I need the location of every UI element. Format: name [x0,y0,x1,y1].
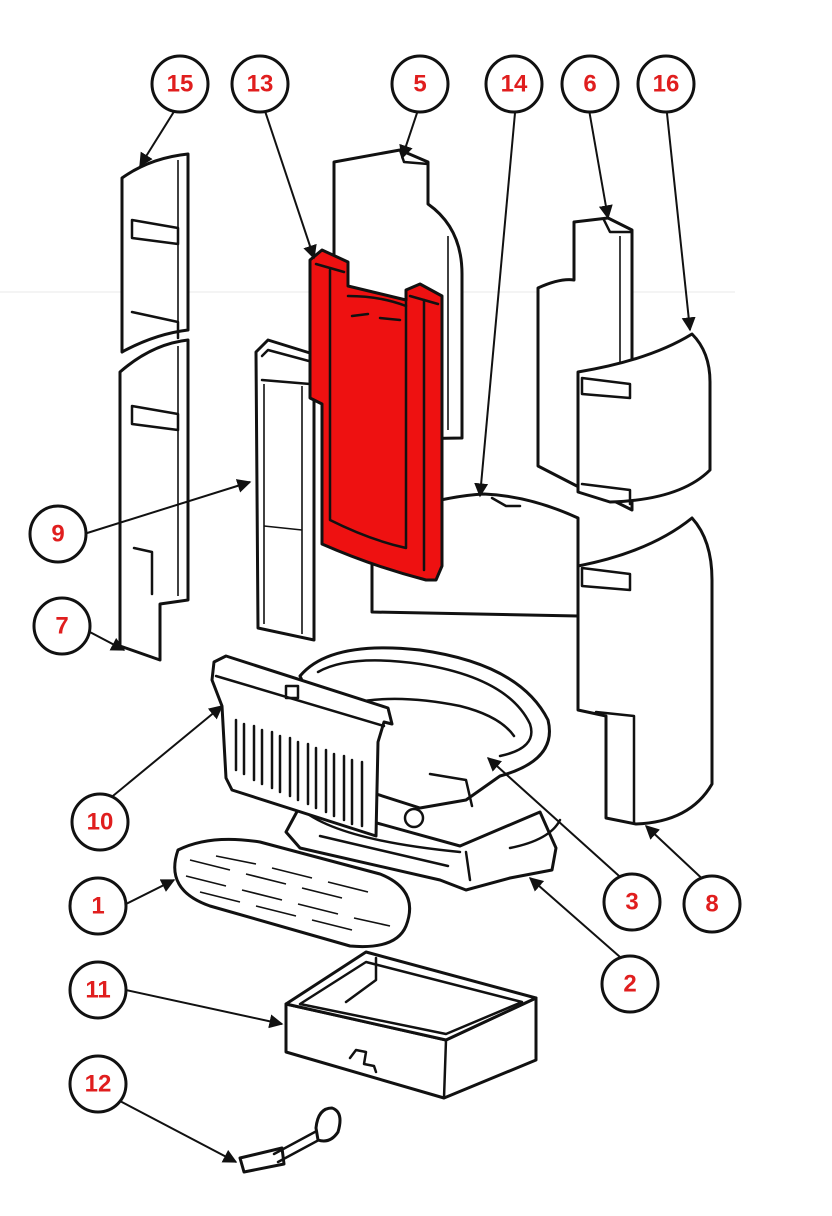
part-8-right-lower-curved-brick[interactable] [576,516,714,826]
leader-lines [83,101,711,1163]
callout-16: 16 [636,54,696,114]
callout-15: 15 [150,54,210,114]
callout-13: 13 [230,54,290,114]
part-10-front-grate[interactable] [210,654,394,838]
callout-16-label: 16 [653,71,680,98]
callout-3-label: 3 [625,889,638,916]
part-12-handle-tool[interactable] [238,1106,342,1174]
callout-10: 10 [70,792,130,852]
callout-8-label: 8 [705,891,718,918]
callout-1-label: 1 [91,893,104,920]
callout-6-label: 6 [583,71,596,98]
callout-12-label: 12 [85,1071,112,1098]
callout-14: 14 [484,54,544,114]
callout-13-label: 13 [247,71,274,98]
callout-12: 12 [68,1054,128,1114]
callout-9: 9 [28,504,88,564]
callout-1: 1 [68,876,128,936]
part-13-highlighted-brick[interactable] [308,248,444,582]
part-13-fill [308,248,444,582]
callout-9-label: 9 [51,521,64,548]
part-16-right-upper-curved-brick[interactable] [576,332,712,506]
callout-11: 11 [68,960,128,1020]
callout-7-label: 7 [55,613,68,640]
callout-8: 8 [682,874,742,934]
callout-10-label: 10 [87,809,114,836]
part-1-bottom-grate-plate[interactable] [173,837,412,949]
callout-6: 6 [560,54,620,114]
part-11-ash-drawer[interactable] [284,950,538,1100]
callout-2: 2 [600,954,660,1014]
part-15-upper-left-side-brick[interactable] [120,152,190,354]
part-7-lower-left-side-brick[interactable] [118,338,190,662]
callout-2-label: 2 [623,971,636,998]
callout-14-label: 14 [501,71,528,98]
part-9-front-long-brick[interactable] [254,338,328,642]
callout-5-label: 5 [413,71,426,98]
callout-5: 5 [390,54,450,114]
callout-3: 3 [602,872,662,932]
callout-15-label: 15 [167,71,194,98]
callout-7: 7 [32,596,92,656]
callout-11-label: 11 [85,977,110,1004]
